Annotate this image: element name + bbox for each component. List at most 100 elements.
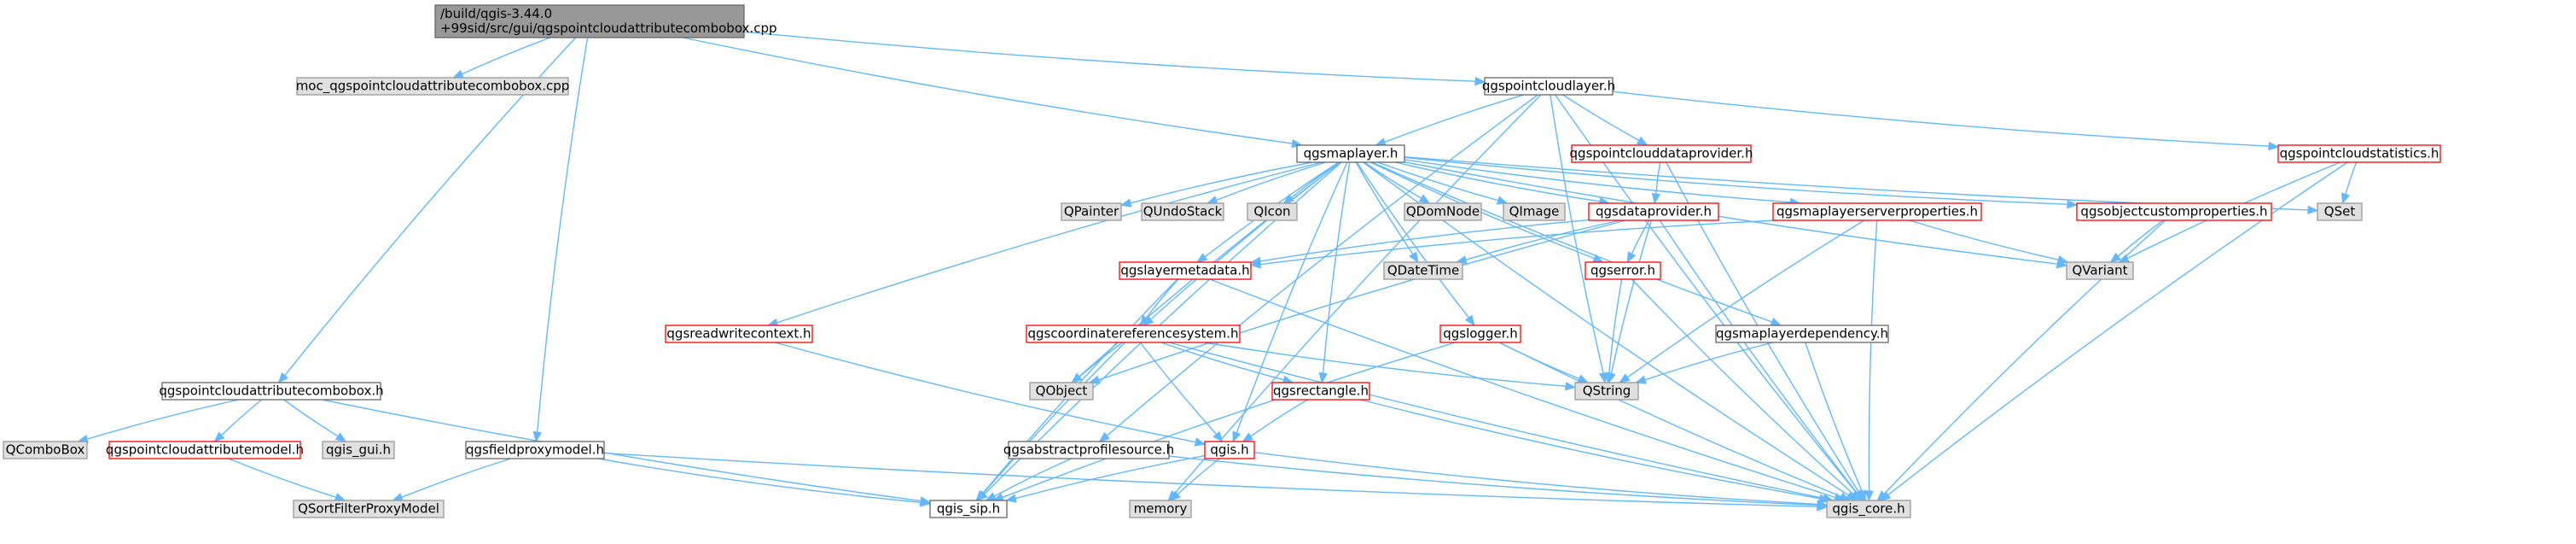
node-qgserror-h[interactable]: qgserror.h: [1585, 261, 1661, 280]
node-moc-qgspointcloudattributecombobox-cpp: moc_qgspointcloudattributecombobox.cpp: [296, 77, 570, 96]
edge-attrmodel-to-qsortfilter: [228, 458, 346, 502]
node-label: QImage: [1509, 204, 1560, 219]
edge-rectangle-to-qgis: [1241, 399, 1308, 442]
node-qgsrectangle-h[interactable]: qgsrectangle.h: [1271, 382, 1370, 401]
node-label: QDateTime: [1387, 263, 1459, 278]
node-label: QUndoStack: [1143, 204, 1223, 219]
edge-arrowhead: [1636, 136, 1649, 146]
node-qgsdataprovider-h[interactable]: qgsdataprovider.h: [1588, 202, 1719, 221]
edge-line: [1626, 219, 1865, 378]
edge-line: [2345, 161, 2358, 195]
edge-line: [1356, 161, 1469, 319]
edge-line: [1015, 454, 1206, 500]
edge-line: [1160, 342, 1284, 381]
edge-arrowhead: [1232, 430, 1241, 443]
node-qgslayermetadata-h[interactable]: qgslayermetadata.h: [1119, 261, 1252, 280]
node-box: [1574, 382, 1639, 401]
node-qgspointcloudstatistics-h[interactable]: qgspointcloudstatistics.h: [2277, 144, 2441, 163]
node-qgspointcloudattributecombobox-h[interactable]: qgspointcloudattributecombobox.h: [159, 382, 384, 401]
edge-line: [536, 37, 589, 433]
edge-arrowhead: [1858, 489, 1867, 502]
node-qgsabstractprofilesource-h[interactable]: qgsabstractprofilesource.h: [1003, 441, 1174, 459]
node-qgspointcloudlayer-h[interactable]: qgspointcloudlayer.h: [1482, 77, 1615, 96]
node-label: QDomNode: [1406, 204, 1480, 219]
node-qgsmaplayer-h[interactable]: qgsmaplayer.h: [1296, 144, 1405, 163]
node-qgsfieldproxymodel-h[interactable]: qgsfieldproxymodel.h: [465, 441, 605, 459]
edge-root-to-fieldproxy: [532, 37, 589, 443]
edge-arrowhead: [1474, 76, 1486, 86]
edge-arrowhead: [1418, 194, 1431, 204]
node-qgsreadwritecontext-h[interactable]: qgsreadwritecontext.h: [665, 325, 813, 343]
edge-dataprovider-to-qgiscore: [1659, 219, 1864, 502]
edge-line: [1168, 455, 1818, 506]
edge-line: [2117, 219, 2164, 257]
edge-mlserverprops-to-qstring: [1618, 219, 1865, 383]
edge-dataprovider-to-error: [1626, 219, 1650, 264]
node-label: qgsdataprovider.h: [1596, 204, 1712, 219]
edge-line: [401, 458, 511, 498]
node-box: [1715, 325, 1889, 343]
edge-maplayer-to-readwritectx: [766, 161, 1323, 327]
edge-line: [86, 399, 239, 440]
node-qgsmaplayerdependency-h[interactable]: qgsmaplayerdependency.h: [1715, 325, 1889, 343]
edge-objcustomprops-to-qvariant: [2109, 219, 2164, 263]
node-label: qgsobjectcustomproperties.h: [2080, 204, 2267, 219]
edge-arrowhead: [2109, 252, 2121, 263]
node-qgscoordinatereferencesystem-h[interactable]: qgscoordinatereferencesystem.h: [1026, 325, 1241, 343]
edge-line: [683, 37, 1293, 144]
node-qcombobox: QComboBox: [3, 441, 88, 459]
node-label: moc_qgspointcloudattributecombobox.cpp: [296, 79, 570, 95]
edge-line: [1631, 278, 1854, 494]
edge-arrowhead: [1634, 375, 1647, 384]
node-qdatetime: QDateTime: [1383, 261, 1463, 280]
edge-error-to-qstring: [1604, 278, 1623, 384]
edge-line: [1404, 161, 2058, 265]
edge-maplayer-to-logger: [1356, 161, 1475, 327]
node-qgsobjectcustomproperties-h[interactable]: qgsobjectcustomproperties.h: [2076, 202, 2272, 221]
node-box: [1141, 202, 1224, 221]
edge-arrowhead: [1196, 253, 1208, 263]
edge-crs-to-qgiscore: [1168, 342, 1835, 503]
edge-arrowhead: [1651, 192, 1661, 205]
node-box: [1129, 500, 1192, 518]
edge-line: [597, 458, 922, 504]
edge-line: [1079, 342, 1123, 377]
edge-maplayer-to-qdatetime: [1355, 161, 1419, 264]
node-qgspointclouddataprovider-h[interactable]: qgspointclouddataprovider.h: [1570, 144, 1753, 163]
edge-crs-to-qobject: [1071, 342, 1123, 383]
edge-line: [1631, 219, 1650, 254]
edge-maplayer-to-qgis: [1232, 161, 1348, 443]
node-box: [1383, 261, 1463, 280]
edge-line: [1404, 159, 1791, 203]
edge-pcprovider-to-dataprovider: [1651, 161, 1661, 205]
node-qimage: QImage: [1503, 202, 1566, 221]
node-qgis-h[interactable]: qgis.h: [1204, 441, 1255, 459]
node-box: [1588, 202, 1719, 221]
edge-rectangle-to-qgiscore: [1360, 399, 1830, 503]
edge-line: [1883, 219, 2166, 494]
node-box: [2277, 144, 2441, 163]
node-label: qgsmaplayerserverproperties.h: [1776, 204, 1978, 219]
edge-line: [1562, 94, 1640, 141]
edge-arrowhead: [2056, 254, 2069, 265]
edge-arrowhead: [1817, 502, 1829, 512]
edge-objcustomprops-to-qgiscore: [1876, 219, 2166, 501]
node-qgspointcloudattributemodel-h[interactable]: qgspointcloudattributemodel.h: [106, 441, 304, 459]
edge-line: [743, 31, 1476, 82]
node-label: QPainter: [1064, 204, 1119, 219]
edge-line: [1612, 91, 2270, 147]
node-qgis-sip-h[interactable]: qgis_sip.h: [929, 500, 1008, 518]
node-qgsmaplayerserverproperties-h[interactable]: qgsmaplayerserverproperties.h: [1772, 202, 1982, 221]
node-box: [1585, 261, 1661, 280]
edge-line: [1404, 156, 2068, 205]
edge-line: [283, 399, 339, 437]
node-qundostack: QUndoStack: [1141, 202, 1224, 221]
edge-line: [1322, 161, 1351, 374]
node-qgslogger-h[interactable]: qgslogger.h: [1439, 325, 1521, 343]
edge-qgis-to-qgissip: [1005, 454, 1206, 503]
edge-pclayer-to-pcprovider: [1562, 94, 1649, 146]
edge-arrowhead: [1169, 490, 1181, 501]
node-qvariant: QVariant: [2066, 261, 2134, 280]
edge-line: [1209, 278, 1836, 499]
edge-line: [1384, 94, 1524, 143]
